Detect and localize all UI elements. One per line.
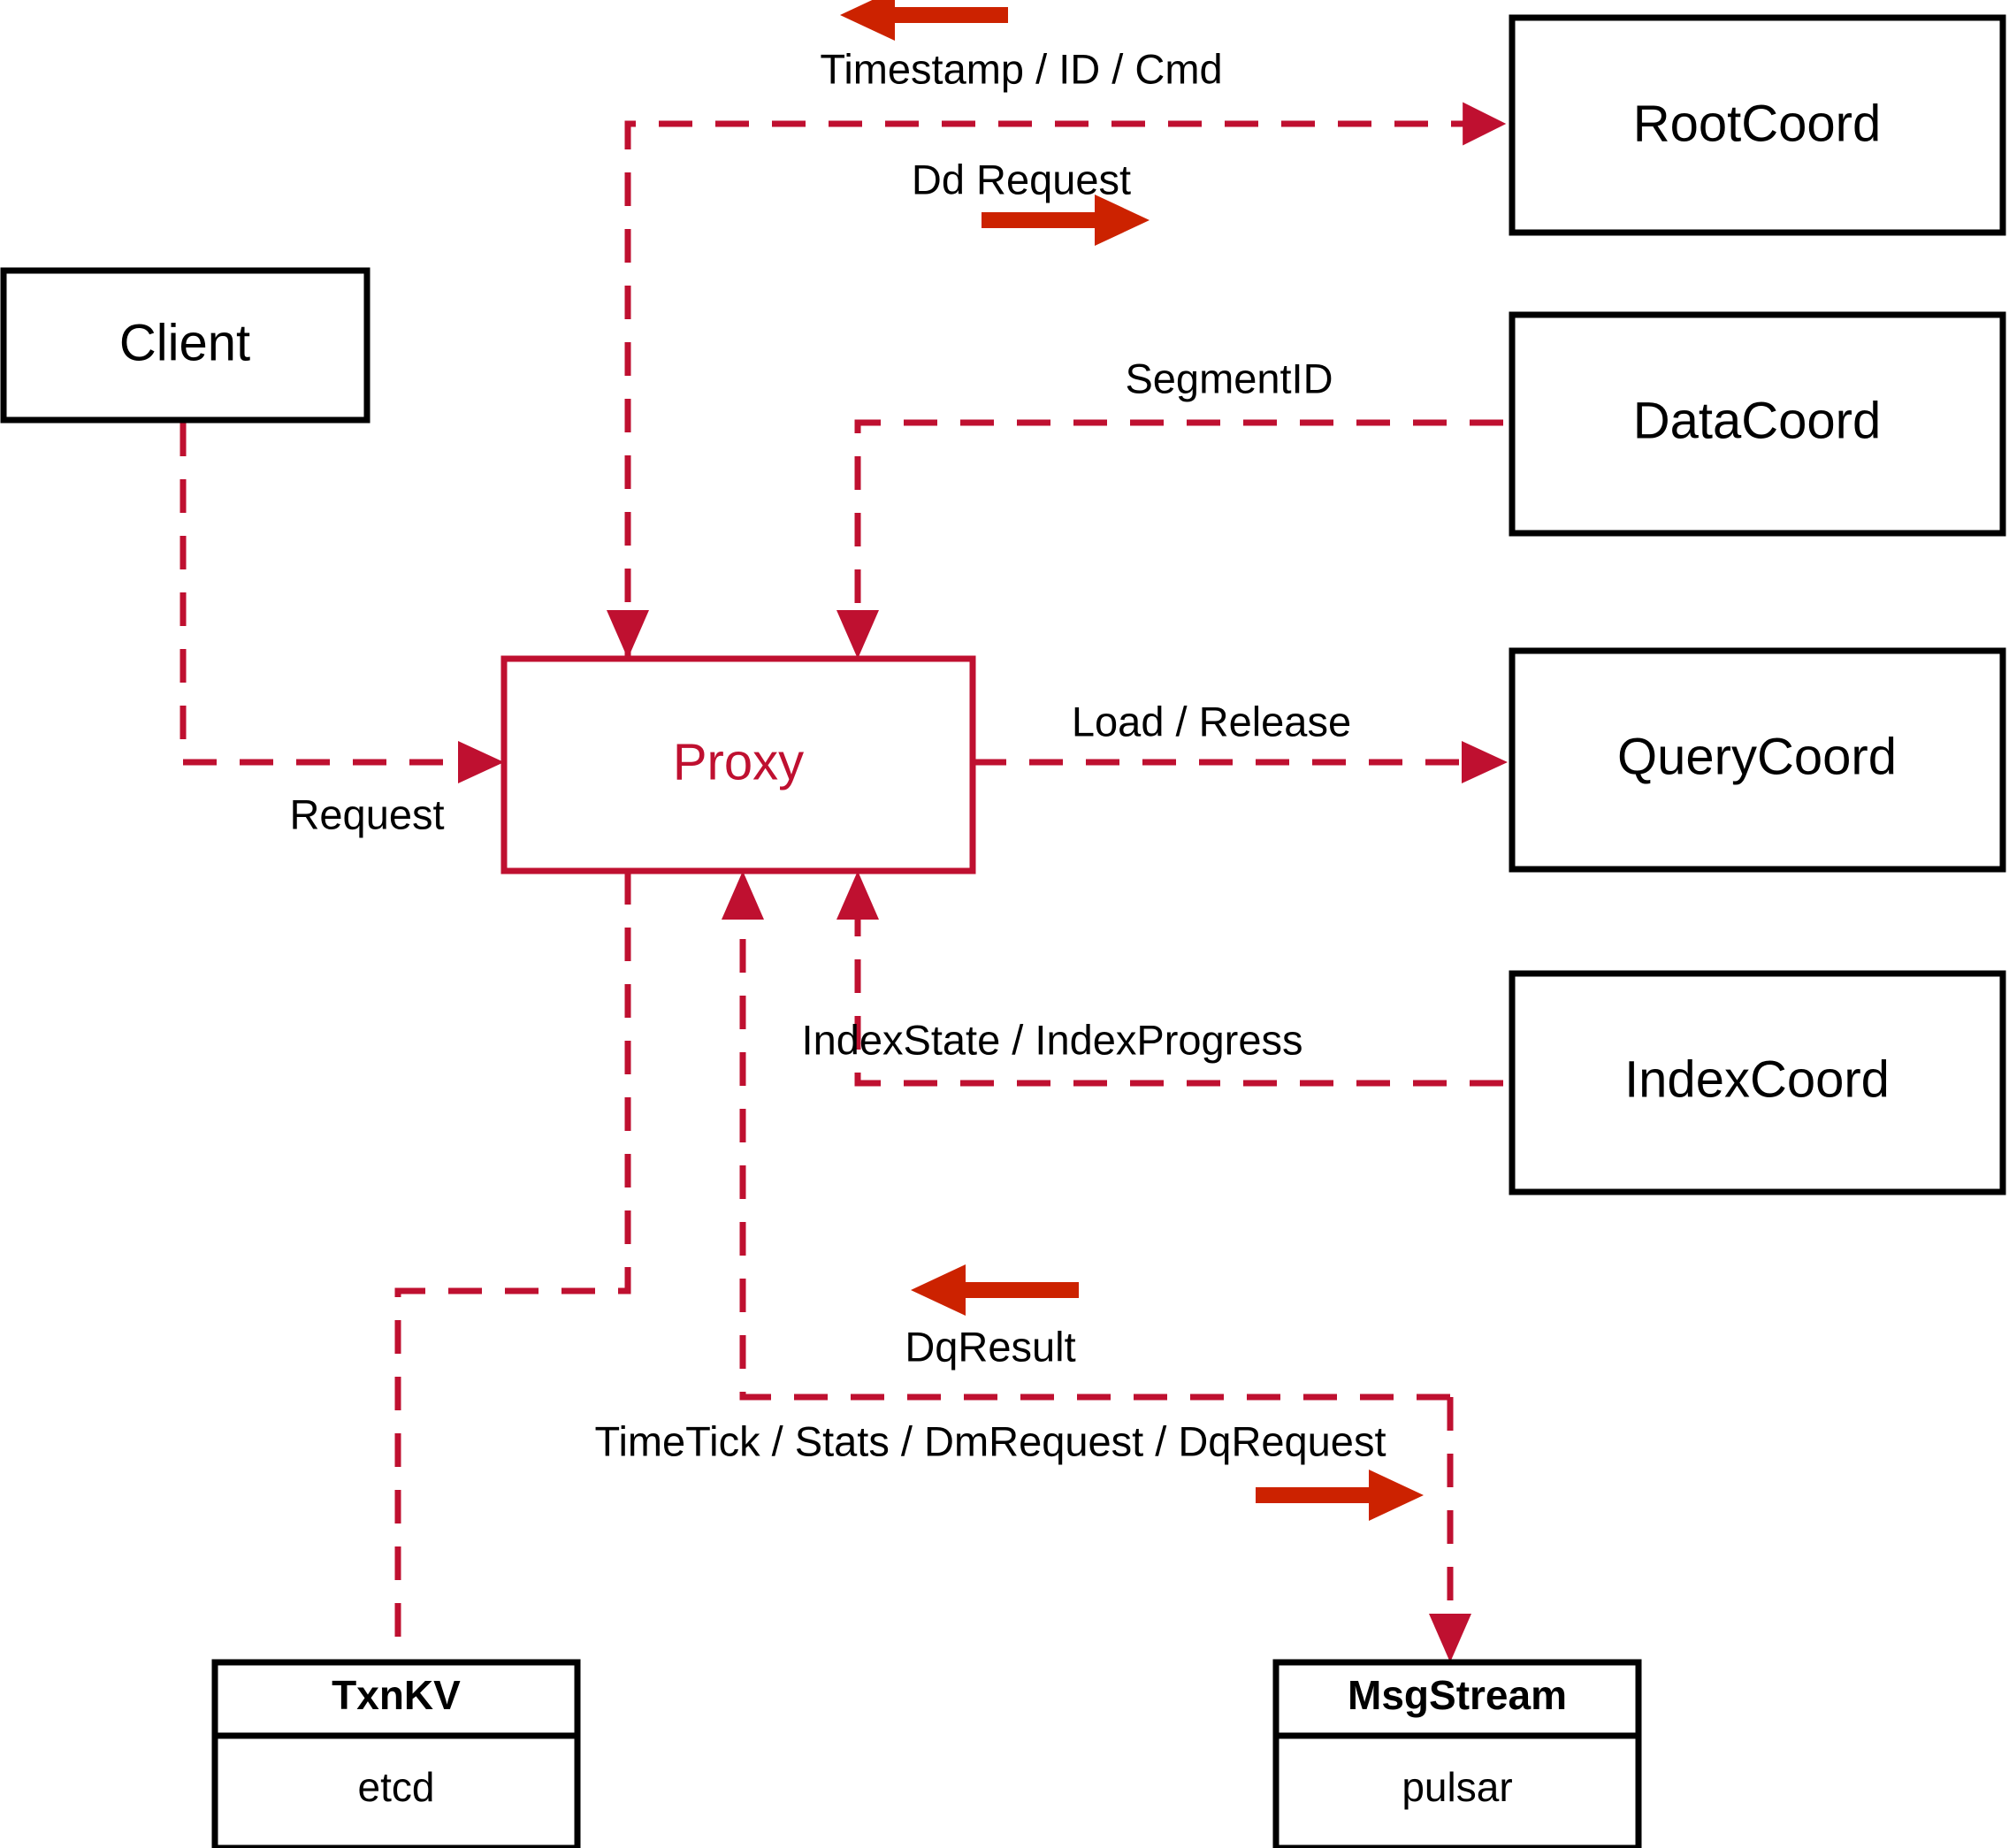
node-indexcoord-label: IndexCoord <box>1624 1050 1890 1108</box>
direction-arrow-timestamp <box>840 0 1008 41</box>
node-txnkv[interactable]: TxnKV etcd <box>211 1659 581 1848</box>
node-rootcoord[interactable]: RootCoord <box>1509 14 2006 236</box>
edge-label-request: Request <box>289 790 444 837</box>
edge-line-txnkv <box>394 871 631 1662</box>
edge-arrowhead-proxy-bottom-right <box>836 871 879 920</box>
edge-arrowhead-querycoord <box>1462 741 1508 783</box>
edge-label-dqresult: DqResult <box>905 1323 1075 1370</box>
edge-line-indexcoord <box>854 920 1503 1087</box>
node-txnkv-body: etcd <box>358 1764 435 1810</box>
node-datacoord-label: DataCoord <box>1633 392 1881 449</box>
edge-line-datacoord <box>854 419 1503 610</box>
edge-label-timestamp: Timestamp / ID / Cmd <box>820 45 1222 92</box>
node-rootcoord-label: RootCoord <box>1633 95 1881 152</box>
edge-label-ddrequest: Dd Request <box>912 156 1131 202</box>
edge-label-timetick: TimeTick / Stats / DmRequest / DqRequest <box>594 1417 1386 1464</box>
direction-arrow-dqresult <box>911 1264 1079 1316</box>
edge-label-segmentid: SegmentID <box>1125 355 1333 401</box>
node-txnkv-header: TxnKV <box>332 1672 461 1718</box>
edge-label-loadrelease: Load / Release <box>1072 698 1351 745</box>
node-msgstream-header: MsgStream <box>1348 1672 1567 1718</box>
node-querycoord-label: QueryCoord <box>1617 728 1897 785</box>
node-proxy-label: Proxy <box>673 733 804 790</box>
direction-arrow-timetick <box>1256 1470 1424 1521</box>
edge-arrowhead-proxy-top-left <box>607 610 649 659</box>
edge-arrowhead-proxy-left <box>458 741 504 783</box>
edge-arrowhead-proxy-top-right <box>836 610 879 659</box>
node-client-label: Client <box>119 314 250 371</box>
node-querycoord[interactable]: QueryCoord <box>1509 647 2006 873</box>
node-msgstream[interactable]: MsgStream pulsar <box>1272 1659 1642 1848</box>
edge-label-indexstate: IndexState / IndexProgress <box>802 1016 1303 1063</box>
direction-arrow-ddrequest <box>982 195 1150 246</box>
edge-line-dqresult <box>739 920 1450 1401</box>
edge-arrowhead-proxy-bottom-middle <box>722 871 764 920</box>
node-client[interactable]: Client <box>0 267 370 424</box>
node-proxy[interactable]: Proxy <box>500 655 976 874</box>
node-indexcoord[interactable]: IndexCoord <box>1509 970 2006 1195</box>
edge-line-client-request <box>180 423 482 766</box>
node-msgstream-body: pulsar <box>1402 1764 1512 1810</box>
edge-line-rootcoord <box>624 102 1507 659</box>
node-datacoord[interactable]: DataCoord <box>1509 311 2006 537</box>
edge-arrowhead-msgstream <box>1429 1614 1471 1662</box>
